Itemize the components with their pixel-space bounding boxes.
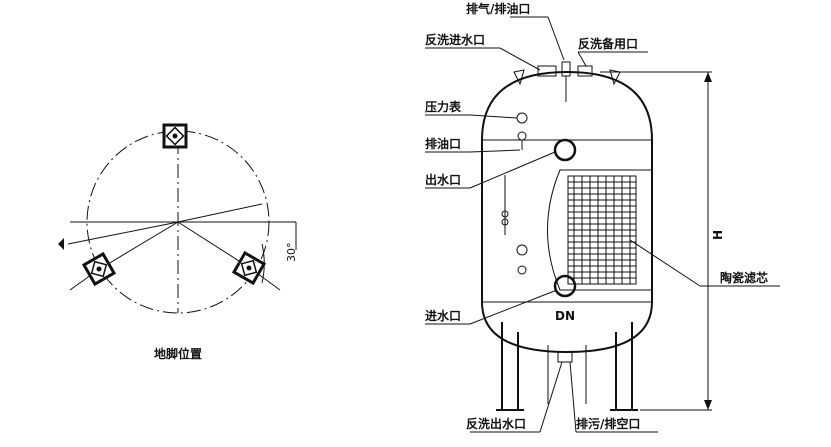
label-vent-oil-outlet: 排气/排油口 <box>466 1 530 16</box>
label-water-outlet: 出水口 <box>425 172 461 187</box>
lifting-lug-right <box>609 69 621 86</box>
label-water-inlet: 进水口 <box>425 308 461 323</box>
reference-line-arrow <box>67 221 179 245</box>
support-legs <box>496 322 638 411</box>
nozzle-backwash-spare <box>577 65 593 77</box>
label-drain: 排污/排空口 <box>576 416 640 431</box>
label-backwash-outlet: 反洗出水口 <box>466 416 526 431</box>
leader-oil-outlet <box>469 149 521 153</box>
label-ceramic-filter: 陶瓷滤芯 <box>720 270 768 285</box>
lifting-lug-left <box>513 69 525 86</box>
leader-backwash-outlet <box>539 361 563 433</box>
leader-ceramic-filter <box>629 239 701 287</box>
foot-lower-right <box>231 250 267 286</box>
dimension-arrow-bottom-icon <box>704 400 712 410</box>
radial-line-left <box>97 221 179 271</box>
foot-top <box>162 123 188 149</box>
dimension-arrow-top-icon <box>704 72 712 82</box>
water-outlet-nozzle-icon <box>553 138 577 162</box>
filter-element-housing <box>547 169 653 291</box>
angle-label: 30° <box>285 243 298 263</box>
pressure-gauge-icon <box>516 112 528 124</box>
reference-line-upper <box>177 203 263 223</box>
pressure-gauge-valve-icon <box>517 131 527 141</box>
dn-label: DN <box>555 309 575 323</box>
leader-backwash-inlet <box>499 47 541 71</box>
label-pressure-gauge: 压力表 <box>425 99 462 114</box>
drain-nozzle <box>557 351 573 363</box>
label-backwash-inlet: 反洗进水口 <box>425 32 485 47</box>
leader-pressure-gauge <box>469 114 518 119</box>
label-backwash-spare: 反洗备用口 <box>578 36 638 51</box>
sight-glass-valve-icon <box>517 265 527 275</box>
label-oil-outlet: 排油口 <box>425 136 461 151</box>
leader-vent <box>547 16 565 61</box>
ceramic-filter-tubes <box>567 175 637 285</box>
leader-drain <box>569 361 577 433</box>
nozzle-vent <box>561 61 571 77</box>
arrow-marker-icon <box>58 238 64 250</box>
leader-water-outlet <box>469 151 556 189</box>
sight-glass-icon <box>516 244 528 256</box>
foot-lower-left <box>81 251 117 287</box>
leader-water-inlet <box>469 289 558 325</box>
height-label: H <box>711 230 725 240</box>
water-inlet-nozzle-icon <box>553 274 577 298</box>
foot-position-diagram: 30° 地脚位置 <box>58 123 298 361</box>
filter-vessel-diagram: DN <box>425 1 780 433</box>
vessel-top-head <box>481 70 653 141</box>
nozzle-backwash-inlet <box>537 65 557 77</box>
foot-position-caption: 地脚位置 <box>154 346 202 361</box>
radial-line-right <box>177 221 251 269</box>
leader-backwash-spare <box>577 51 587 67</box>
